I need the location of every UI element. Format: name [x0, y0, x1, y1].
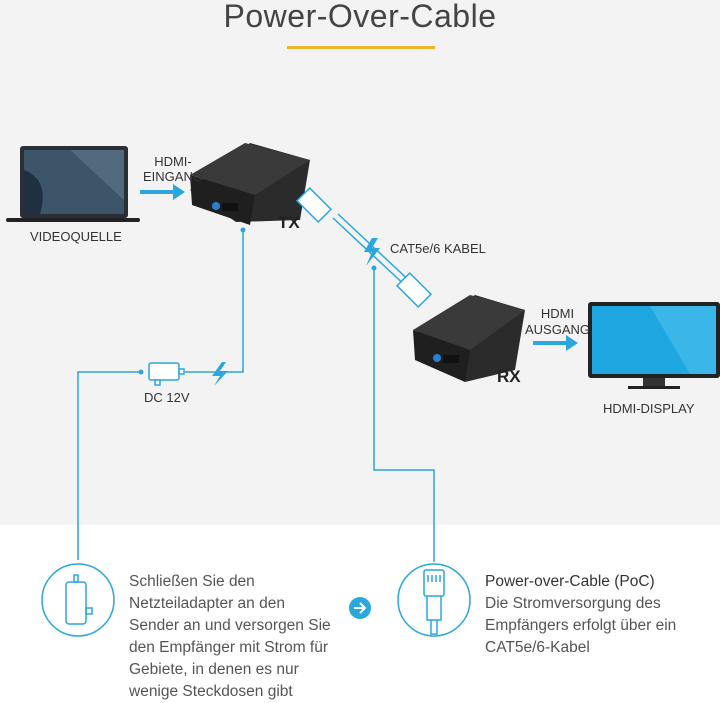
display-label: HDMI-DISPLAY [603, 401, 695, 416]
right-description: Power-over-Cable (PoC) Die Stromversorgu… [485, 571, 676, 659]
left-description: Schließen Sie den Netzteiladapter an den… [129, 571, 331, 703]
arrow-right-circle-icon [349, 597, 371, 619]
text-line: CAT5e/6-Kabel [485, 639, 590, 656]
title-underline [287, 46, 435, 49]
hdmi-out-label-2: AUSGANG [525, 322, 591, 337]
text-line: Sender an und versorgen Sie [129, 617, 331, 634]
lightning-icon-dc [212, 362, 228, 386]
monitor-icon [588, 302, 720, 389]
rx-label: RX [497, 367, 521, 386]
text-line: den Empfänger mit Strom für [129, 639, 328, 656]
text-line: Gebiete, in denen es nur [129, 661, 299, 678]
hdmi-in-arrow [140, 184, 185, 200]
power-adapter-icon [148, 362, 185, 386]
laptop-icon [6, 146, 140, 222]
hdmi-out-label-1: HDMI [540, 306, 575, 321]
power-lines [77, 230, 435, 562]
video-source-label: VIDEOQUELLE [30, 229, 122, 244]
text-line: Schließen Sie den [129, 573, 255, 590]
text-line: Die Stromversorgung des [485, 595, 661, 612]
text-line: Netzteiladapter an den [129, 595, 285, 612]
lightning-icon [364, 238, 380, 266]
power-adapter-circle-icon [41, 563, 115, 637]
hdmi-in-label-1: HDMI- [154, 154, 192, 169]
dc-label: DC 12V [144, 390, 190, 405]
tx-device [190, 143, 310, 225]
tx-label: TX [278, 213, 300, 232]
cable-label: CAT5e/6 KABEL [390, 241, 486, 256]
text-line: Empfängers erfolgt über ein [485, 617, 677, 634]
diagram-background [0, 0, 720, 525]
poc-title: Power-over-Cable (PoC) [485, 573, 655, 590]
page-title: Power-Over-Cable [223, 0, 497, 34]
rj45-plug-icon [397, 563, 471, 637]
rx-device [413, 295, 525, 382]
hdmi-in-label-2: EINGANG [143, 169, 203, 184]
hdmi-out-arrow [533, 335, 578, 351]
text-line: wenige Steckdosen gibt [129, 683, 293, 700]
